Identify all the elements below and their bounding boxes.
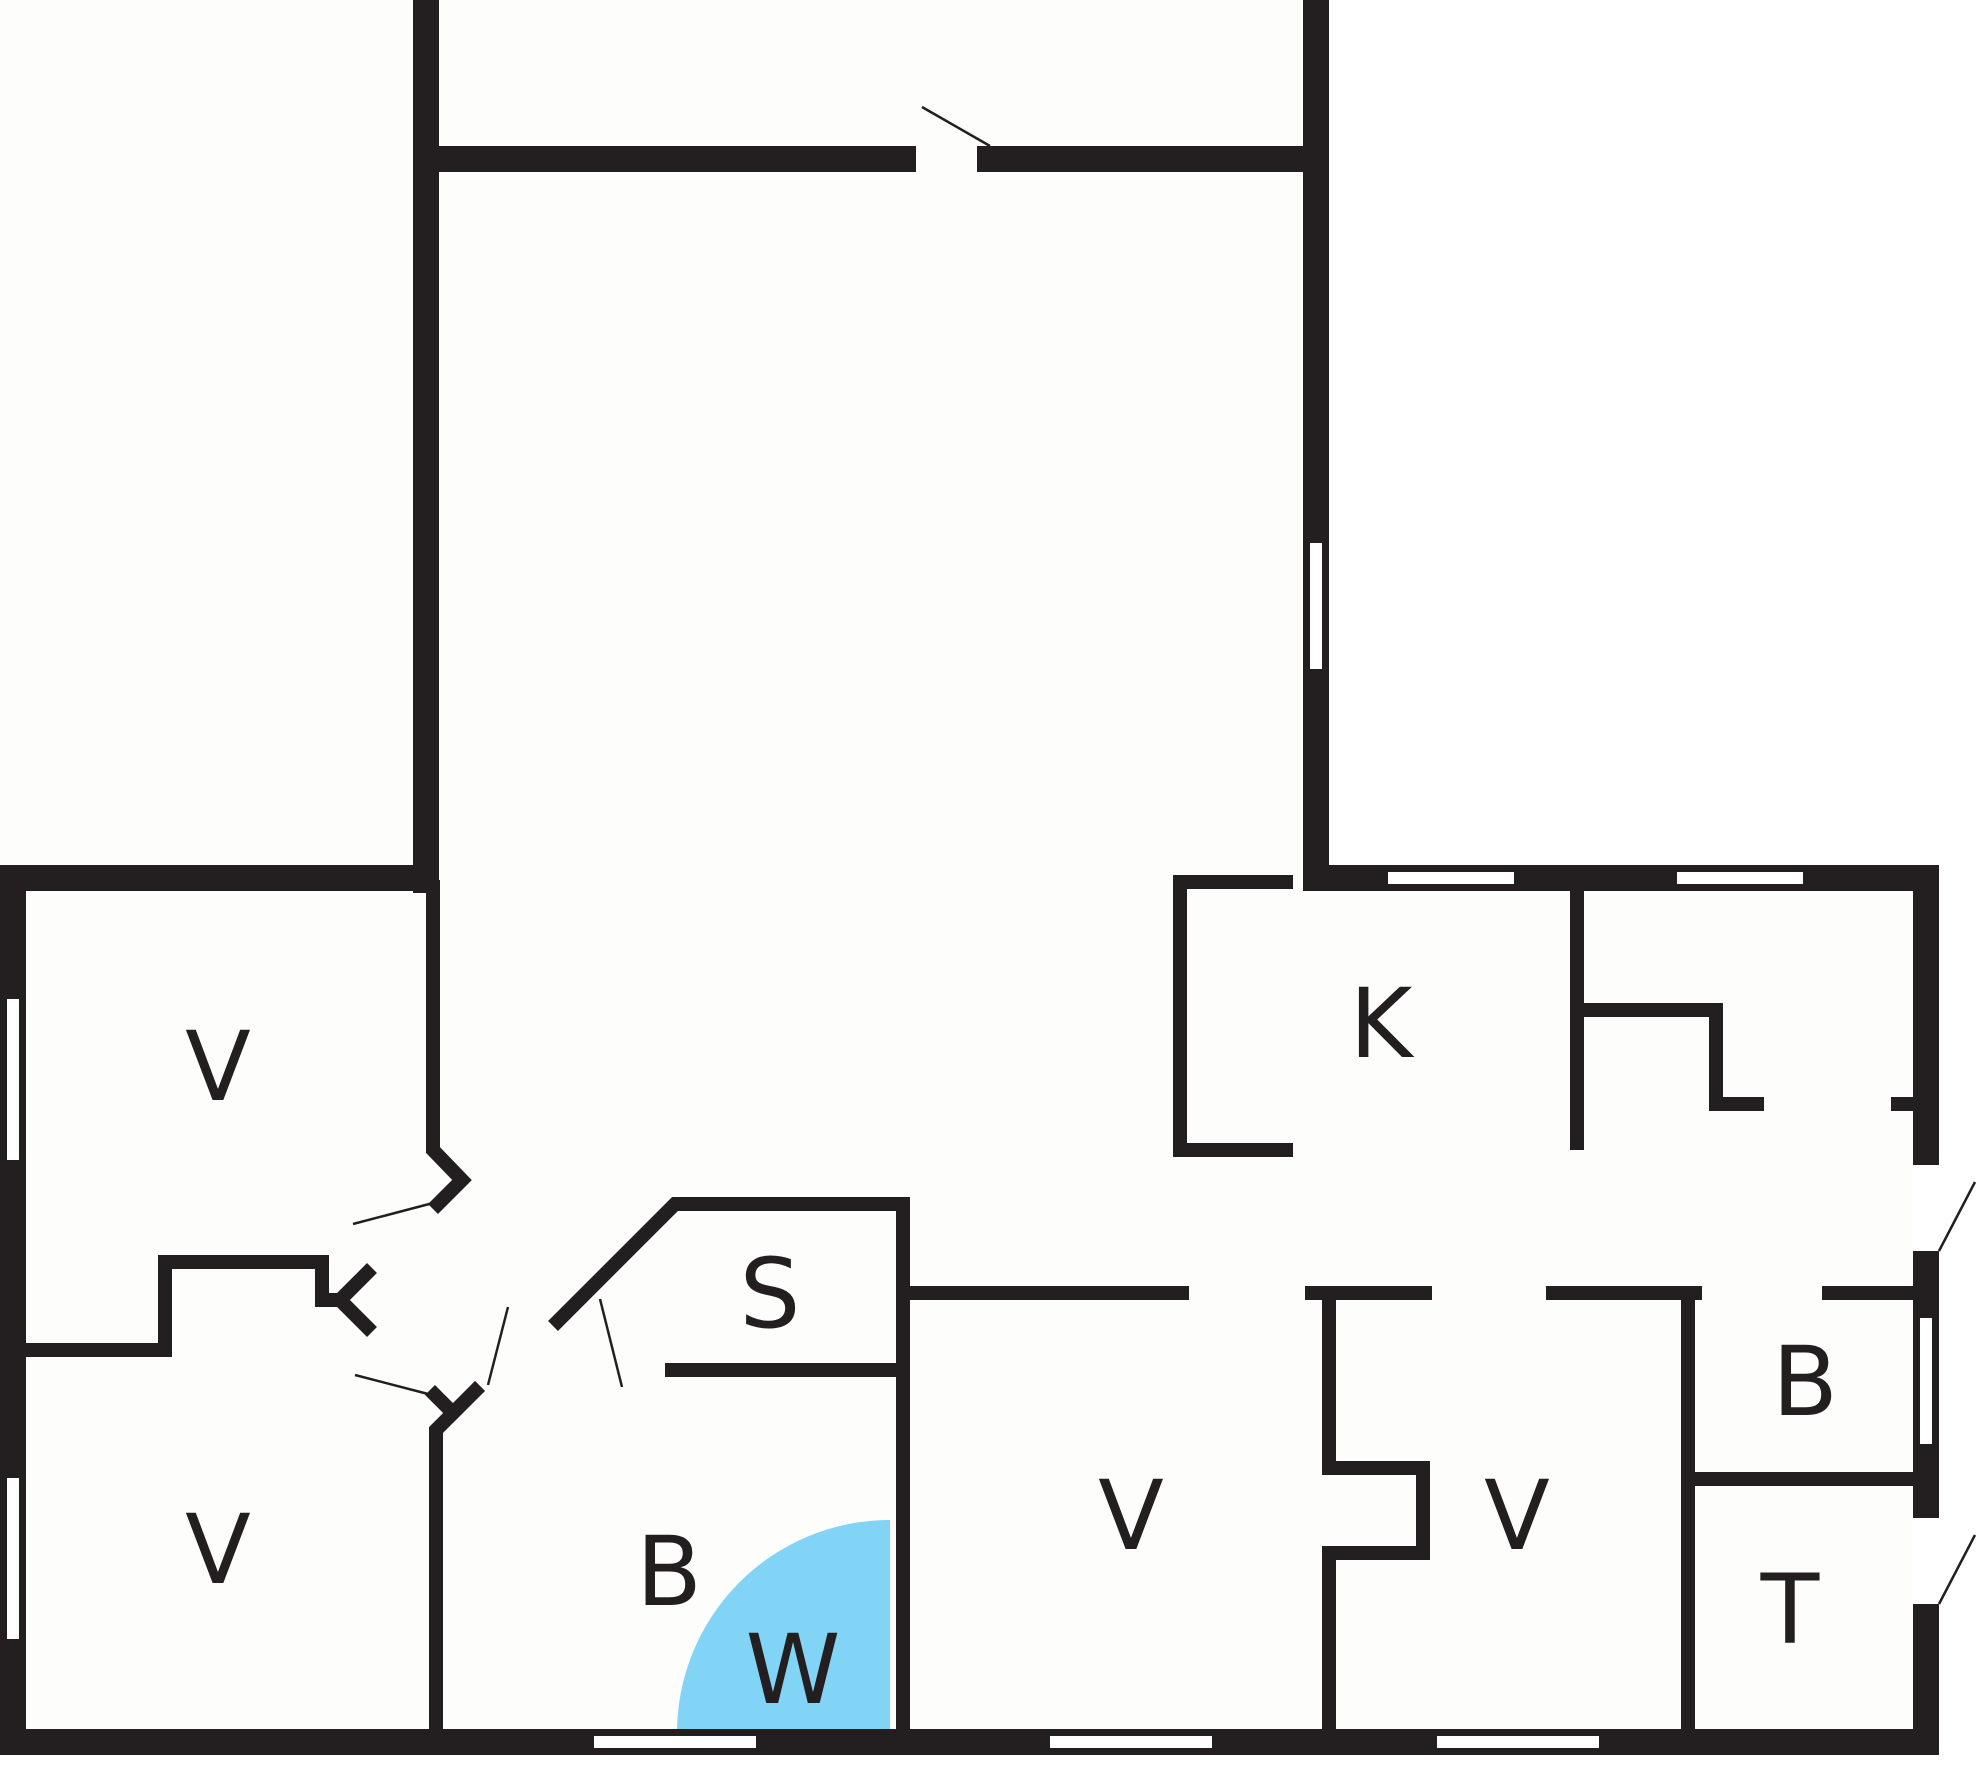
room-label-living-east: V: [1484, 1460, 1550, 1572]
room-label-whirlpool: W: [746, 1614, 841, 1726]
exterior-doors: [1912, 1165, 1940, 1604]
exterior-walls: [0, 0, 1939, 1755]
room-label-bath-center: B: [636, 1516, 702, 1628]
room-label-storage: S: [740, 1238, 801, 1350]
room-label-kitchen: K: [1350, 968, 1415, 1080]
windows: [5, 541, 1934, 1750]
door-swings: [352, 105, 1977, 1605]
room-label-bath-east: B: [1772, 1326, 1838, 1438]
room-label-living-center: V: [1098, 1460, 1164, 1572]
room-label-living-nw: V: [185, 1011, 251, 1123]
floor-area: [0, 0, 1939, 1755]
room-label-living-sw: V: [185, 1494, 251, 1606]
room-label-toilet: T: [1760, 1554, 1820, 1666]
interior-walls: [20, 875, 1926, 1742]
whirlpool-tub: [676, 1520, 890, 1735]
